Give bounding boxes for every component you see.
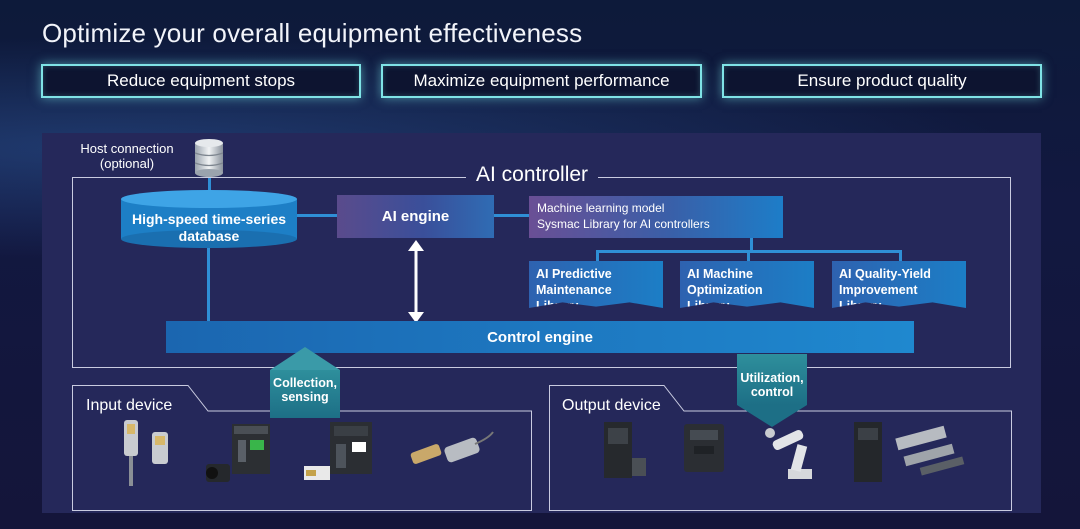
database-label-line1: High-speed time-series bbox=[131, 211, 287, 227]
ai-engine-box: AI engine bbox=[337, 195, 494, 238]
output-device-frame bbox=[549, 385, 1012, 511]
collection-tag-line1: Collection, bbox=[273, 376, 337, 390]
collection-arrow-head bbox=[270, 347, 340, 370]
host-connection-text: Host connection bbox=[80, 141, 174, 156]
goal-maximize-performance: Maximize equipment performance bbox=[381, 64, 702, 98]
photoelectric-sensor-image bbox=[124, 420, 168, 486]
library-quality-yield: AI Quality-Yield Improvement Library bbox=[832, 261, 966, 308]
database-label: High-speed time-series database bbox=[120, 211, 298, 245]
library-drop-3 bbox=[899, 250, 902, 262]
goal-product-quality: Ensure product quality bbox=[722, 64, 1042, 98]
db-to-ai-engine-line bbox=[296, 214, 337, 217]
time-series-database bbox=[121, 190, 297, 248]
library-3-line1: AI Quality-Yield bbox=[839, 267, 931, 281]
ml-model-subtitle: Sysmac Library for AI controllers bbox=[537, 217, 710, 231]
library-machine-optimization: AI Machine Optimization Library bbox=[680, 261, 814, 308]
library-predictive-maintenance: AI Predictive Maintenance Library bbox=[529, 261, 663, 308]
input-device-frame bbox=[72, 385, 532, 511]
collection-tag-line2: sensing bbox=[281, 390, 329, 404]
bidirectional-arrow-icon bbox=[408, 240, 424, 323]
library-2-line1: AI Machine bbox=[687, 267, 753, 281]
database-server-icon bbox=[194, 139, 224, 177]
goal-reduce-stops: Reduce equipment stops bbox=[41, 64, 361, 98]
ml-trunk-line bbox=[750, 238, 753, 252]
host-connector-line bbox=[208, 177, 211, 193]
host-optional-text: (optional) bbox=[99, 156, 155, 171]
control-engine-bar: Control engine bbox=[166, 321, 914, 353]
ai-controller-title: AI controller bbox=[466, 163, 599, 187]
ai-engine-to-ml-line bbox=[494, 214, 529, 217]
inverter-image bbox=[684, 424, 724, 472]
host-connection-label: Host connection (optional) bbox=[68, 141, 186, 171]
library-drop-2 bbox=[747, 250, 750, 262]
utilization-tag-line1: Utilization, bbox=[740, 371, 804, 385]
vision-sensor-controller-image bbox=[206, 424, 270, 482]
input-device-title: Input device bbox=[86, 397, 173, 414]
ml-model-box: Machine learning model Sysmac Library fo… bbox=[529, 196, 783, 238]
library-drop-1 bbox=[596, 250, 599, 262]
servo-drive-image bbox=[604, 422, 646, 478]
sensor-controller-image bbox=[304, 422, 372, 480]
page-title: Optimize your overall equipment effectiv… bbox=[42, 18, 583, 48]
collection-sensing-tag: Collection, sensing bbox=[270, 370, 340, 418]
db-to-control-line bbox=[207, 245, 210, 324]
database-label-line2: database bbox=[178, 228, 240, 244]
utilization-tag-line2: control bbox=[750, 385, 794, 399]
utilization-control-tag: Utilization, control bbox=[737, 354, 807, 405]
proximity-sensor-image bbox=[410, 431, 494, 464]
ml-model-title: Machine learning model bbox=[537, 201, 665, 215]
output-device-title: Output device bbox=[562, 397, 661, 414]
motor-and-linear-actuator-image bbox=[854, 422, 965, 482]
robot-arm-image bbox=[765, 428, 812, 479]
library-1-line1: AI Predictive bbox=[536, 267, 612, 281]
utilization-arrow-head bbox=[737, 405, 807, 427]
